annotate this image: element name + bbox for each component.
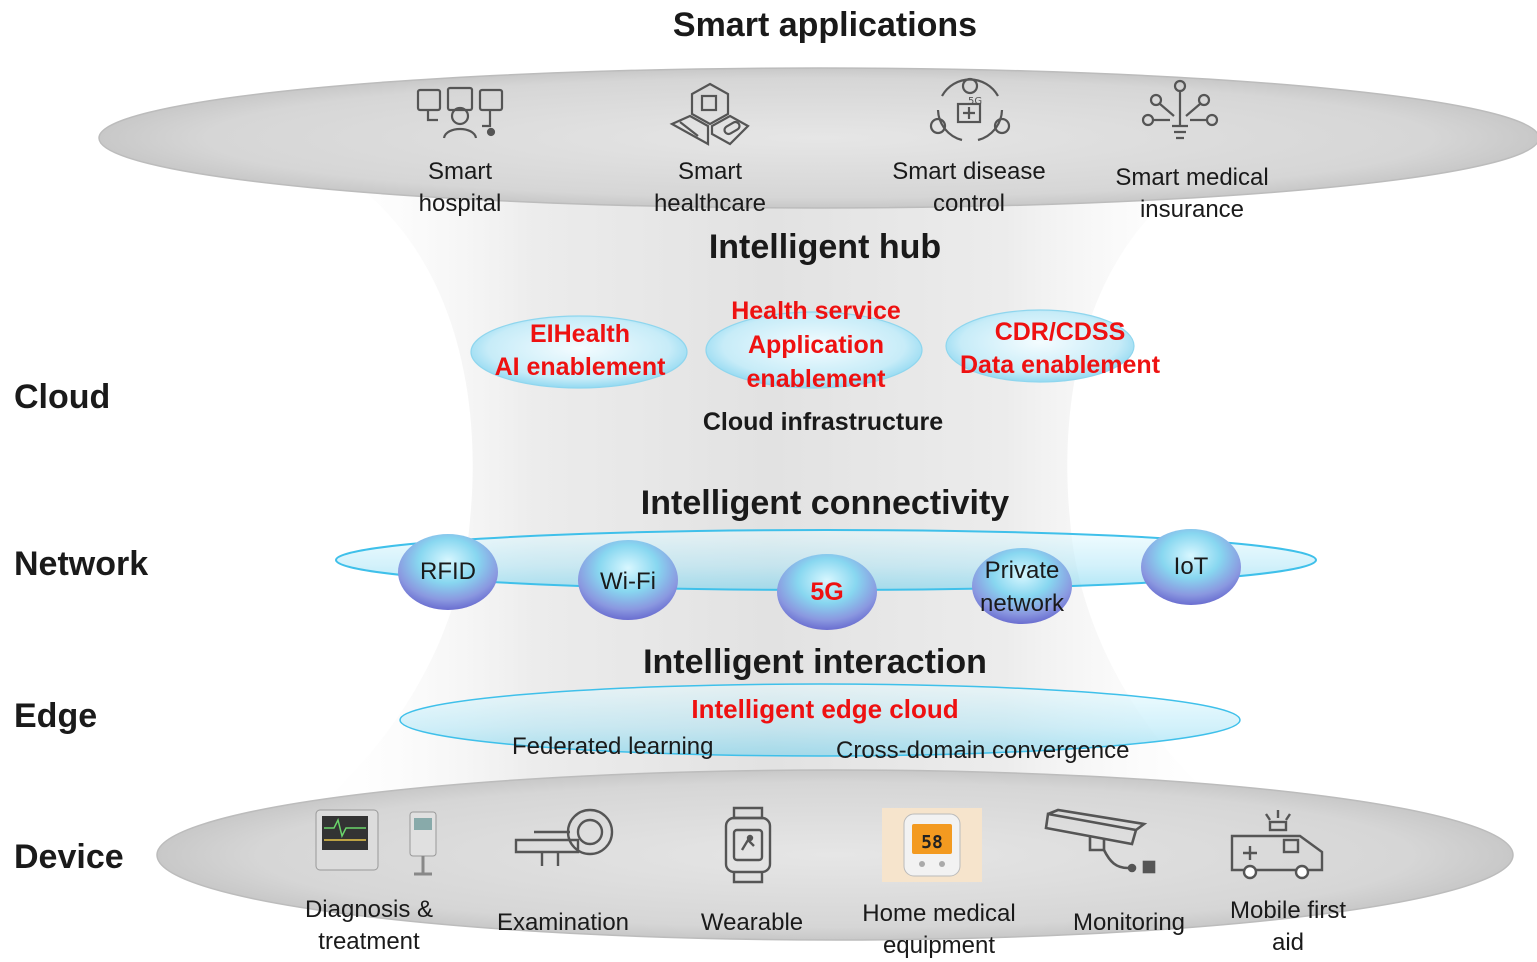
conn-label-line2: network <box>979 590 1065 617</box>
app-smart-hospital: Smart hospital <box>390 156 530 220</box>
device-label-line2: equipment <box>882 932 996 959</box>
app-smart-disease-control: Smart disease control <box>874 156 1064 220</box>
conn-label-line1: RFID <box>420 558 476 585</box>
device-mobile-first-aid: Mobile first aid <box>1210 895 1366 959</box>
intelligent-hub-title: Intelligent hub <box>708 228 942 266</box>
app-label-line1: Smart disease <box>892 158 1046 185</box>
hub-label-line1: Health service <box>731 297 901 325</box>
hub-label-line3: enablement <box>746 365 886 393</box>
conn-label-line1: IoT <box>1173 553 1209 580</box>
app-label-line1: Smart medical <box>1115 164 1269 191</box>
app-smart-medical-insurance: Smart medical insurance <box>1094 162 1290 226</box>
federated-learning-label: Federated learning <box>512 733 714 760</box>
medical-monitor-icon <box>310 808 460 880</box>
device-diagnosis-treatment: Diagnosis & treatment <box>284 894 454 958</box>
device-label-line1: Monitoring <box>1072 909 1186 936</box>
lightbulb-network-icon <box>1140 76 1220 152</box>
device-monitoring: Monitoring <box>1056 907 1202 939</box>
layer-edge: Edge <box>14 697 98 735</box>
hub-label-line2: Application <box>747 331 885 359</box>
svg-text:5G: 5G <box>968 96 982 107</box>
device-label-line1: Wearable <box>700 909 804 936</box>
mri-scanner-icon <box>514 808 618 868</box>
device-wearable: Wearable <box>682 907 822 939</box>
conn-label-line1: Private <box>984 557 1060 584</box>
hub-label-line1: CDR/CDSS <box>994 318 1126 346</box>
intelligent-interaction-title: Intelligent interaction <box>643 643 987 681</box>
hub-ai-enablement: EIHealth AI enablement <box>470 318 690 384</box>
app-label-line2: insurance <box>1139 196 1245 223</box>
app-label-line2: healthcare <box>653 190 767 217</box>
conn-label-line1: 5G <box>810 578 844 606</box>
hub-data-enablement: CDR/CDSS Data enablement <box>940 316 1180 382</box>
conn-wifi: Wi-Fi <box>578 565 678 598</box>
surveillance-camera-icon <box>1044 808 1160 876</box>
hospital-monitors-icon <box>414 86 506 142</box>
smart-applications-title: Smart applications <box>672 6 978 44</box>
device-examination: Examination <box>480 907 646 939</box>
layer-network: Network <box>14 545 149 583</box>
app-label-line1: Smart <box>677 158 742 185</box>
app-label-line2: control <box>932 190 1006 217</box>
cloud-infrastructure-label: Cloud infrastructure <box>702 408 944 436</box>
device-home-medical-equipment: Home medical equipment <box>844 898 1034 962</box>
hub-label-line1: EIHealth <box>529 320 631 348</box>
hub-label-line2: Data enablement <box>959 351 1161 379</box>
conn-label-line1: Wi-Fi <box>600 568 656 595</box>
device-label-line2: treatment <box>318 928 420 955</box>
app-label-line2: hospital <box>418 190 502 217</box>
glucose-meter-icon: 58 <box>882 808 982 882</box>
device-label-line1: Examination <box>496 909 630 936</box>
intelligent-connectivity-title: Intelligent connectivity <box>640 484 1010 522</box>
device-label-line1: Mobile first <box>1229 897 1347 924</box>
app-label-line1: Smart <box>427 158 492 185</box>
smartwatch-icon <box>720 806 776 884</box>
layer-device: Device <box>14 838 124 876</box>
conn-iot: IoT <box>1141 550 1241 583</box>
5g-disease-control-icon: 5G <box>928 76 1012 146</box>
cross-domain-convergence-label: Cross-domain convergence <box>836 737 1130 764</box>
conn-rfid: RFID <box>398 555 498 588</box>
app-smart-healthcare: Smart healthcare <box>630 156 790 220</box>
ambulance-icon <box>1228 806 1332 882</box>
dna-pill-cubes-icon <box>668 82 752 148</box>
device-label-line1: Home medical <box>862 900 1016 927</box>
device-label-line2: aid <box>1271 929 1305 956</box>
conn-private-network: Private network <box>960 554 1084 620</box>
hub-application-enablement: Health service Application enablement <box>694 294 938 396</box>
layer-cloud: Cloud <box>14 378 111 416</box>
intelligent-edge-cloud-label: Intelligent edge cloud <box>691 694 959 724</box>
device-label-line1: Diagnosis & <box>304 896 434 923</box>
svg-text:58: 58 <box>921 832 943 853</box>
conn-5g: 5G <box>777 576 877 609</box>
hub-label-line2: AI enablement <box>494 353 666 381</box>
